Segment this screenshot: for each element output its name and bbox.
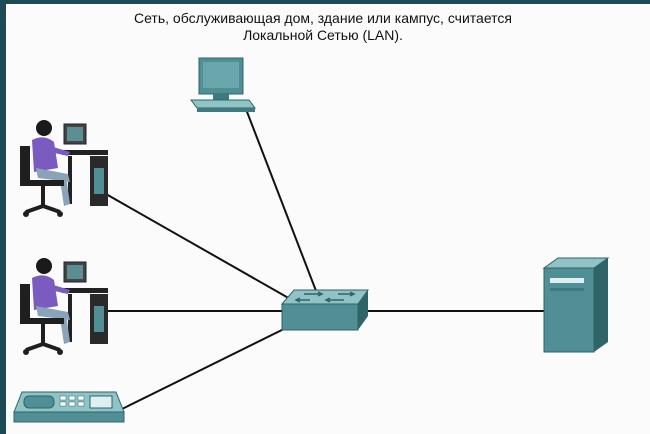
user-workstation-icon <box>20 258 108 355</box>
caption-line-1: Сеть, обслуживающая дом, здание или камп… <box>134 10 512 26</box>
diagram-caption: Сеть, обслуживающая дом, здание или камп… <box>6 10 640 44</box>
caption-line-2: Локальной Сетью (LAN). <box>243 27 403 43</box>
link-phone-switch <box>117 323 295 412</box>
diagram-canvas: Сеть, обслуживающая дом, здание или камп… <box>6 4 650 434</box>
network-links <box>105 103 546 412</box>
link-workstation1-switch <box>105 193 293 301</box>
ip-phone-icon <box>13 391 125 423</box>
network-switch-icon <box>280 289 369 331</box>
server-tower-icon <box>542 257 610 353</box>
user-workstation-icon <box>20 120 108 217</box>
network-diagram <box>13 57 610 423</box>
desktop-computer-icon <box>190 57 256 112</box>
link-pc-switch <box>243 103 319 297</box>
